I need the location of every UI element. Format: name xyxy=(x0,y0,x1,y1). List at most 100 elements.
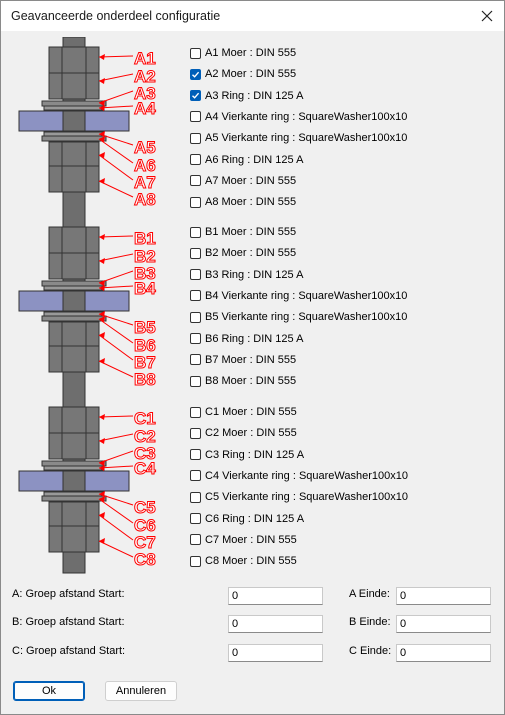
checkbox-a7[interactable]: A7 Moer : DIN 555 xyxy=(190,173,296,189)
callout-arrow xyxy=(99,136,105,142)
checkbox-box[interactable] xyxy=(190,513,201,524)
checkbox-b1[interactable]: B1 Moer : DIN 555 xyxy=(190,224,296,240)
checkbox-b7[interactable]: B7 Moer : DIN 555 xyxy=(190,352,296,368)
checkbox-label: A6 Ring : DIN 125 A xyxy=(205,153,304,166)
checkbox-box[interactable] xyxy=(190,406,201,418)
cancel-button[interactable]: Annuleren xyxy=(105,681,177,701)
washer-shape xyxy=(41,135,107,142)
checkbox-box[interactable] xyxy=(190,491,201,503)
checkbox-box[interactable] xyxy=(190,354,201,366)
checkbox-box[interactable] xyxy=(190,226,201,238)
callout-label-a1: A1 xyxy=(134,49,156,68)
checkbox-a4[interactable]: A4 Vierkante ring : SquareWasher100x10 xyxy=(190,109,407,125)
callout-arrow xyxy=(99,438,105,444)
checkbox-c4[interactable]: C4 Vierkante ring : SquareWasher100x10 xyxy=(190,468,408,484)
rod-in-plate xyxy=(62,110,86,132)
checkbox-box[interactable] xyxy=(190,333,201,344)
checkbox-box[interactable] xyxy=(190,111,201,123)
checkbox-box[interactable] xyxy=(190,290,201,302)
nut-shape xyxy=(48,321,100,347)
checkbox-box[interactable] xyxy=(190,555,201,567)
checkbox-label: B6 Ring : DIN 125 A xyxy=(205,332,304,345)
callout-arrow xyxy=(99,54,105,60)
checkbox-c6[interactable]: C6 Ring : DIN 125 A xyxy=(190,511,304,527)
callout-label-b1: B1 xyxy=(134,229,156,248)
c-end-input[interactable]: 0 xyxy=(396,644,491,662)
checkbox-c3[interactable]: C3 Ring : DIN 125 A xyxy=(190,447,304,463)
callout-line xyxy=(98,55,134,58)
callout-label-b2: B2 xyxy=(134,247,156,266)
checkbox-a5[interactable]: A5 Vierkante ring : SquareWasher100x10 xyxy=(190,130,407,146)
callout-line xyxy=(98,133,134,146)
checkbox-c5[interactable]: C5 Vierkante ring : SquareWasher100x10 xyxy=(190,489,408,505)
square-washer-shape xyxy=(43,285,105,291)
window-title: Geavanceerde onderdeel configuratie xyxy=(11,9,221,23)
checkbox-box[interactable] xyxy=(190,196,201,208)
close-button[interactable] xyxy=(470,1,504,31)
checkbox-box[interactable] xyxy=(190,269,201,281)
nut-shape xyxy=(48,226,100,254)
a-start-input[interactable]: 0 xyxy=(228,587,323,605)
callout-line xyxy=(98,465,134,469)
checkbox-box[interactable] xyxy=(190,427,201,439)
checkbox-label: B5 Vierkante ring : SquareWasher100x10 xyxy=(205,311,408,324)
checkbox-box[interactable] xyxy=(190,132,201,144)
b-end-label: B Einde: xyxy=(349,616,391,628)
checkbox-box[interactable] xyxy=(190,470,201,482)
callout-line xyxy=(98,180,134,198)
ok-button[interactable]: Ok xyxy=(13,681,85,701)
checkbox-box[interactable] xyxy=(190,247,201,259)
checkbox-b4[interactable]: B4 Vierkante ring : SquareWasher100x10 xyxy=(190,288,407,304)
checkbox-b8[interactable]: B8 Moer : DIN 555 xyxy=(190,373,296,389)
nut-shape xyxy=(48,72,100,100)
b-end-input[interactable]: 0 xyxy=(396,615,491,633)
checkbox-b2[interactable]: B2 Moer : DIN 555 xyxy=(190,245,296,261)
checkbox-c1[interactable]: C1 Moer : DIN 555 xyxy=(190,404,297,420)
c-start-input[interactable]: 0 xyxy=(228,644,323,662)
checkbox-a8[interactable]: A8 Moer : DIN 555 xyxy=(190,194,296,210)
callout-arrow xyxy=(99,105,105,111)
checkbox-c8[interactable]: C8 Moer : DIN 555 xyxy=(190,553,297,569)
callout-label-c8: C8 xyxy=(134,550,156,569)
callout-label-a2: A2 xyxy=(134,67,156,86)
a-end-input[interactable]: 0 xyxy=(396,587,491,605)
checkbox-box[interactable] xyxy=(190,68,201,80)
b-start-input[interactable]: 0 xyxy=(228,615,323,633)
callout-arrow xyxy=(99,258,105,264)
checkbox-box[interactable] xyxy=(190,311,201,323)
checkbox-label: A8 Moer : DIN 555 xyxy=(205,196,297,209)
checkbox-box[interactable] xyxy=(190,375,201,387)
checkbox-a6[interactable]: A6 Ring : DIN 125 A xyxy=(190,152,303,168)
checkbox-a1[interactable]: A1 Moer : DIN 555 xyxy=(190,45,296,61)
checkbox-c7[interactable]: C7 Moer : DIN 555 xyxy=(190,532,297,548)
checkbox-c2[interactable]: C2 Moer : DIN 555 xyxy=(190,425,297,441)
callout-arrow xyxy=(99,465,105,471)
checkbox-box[interactable] xyxy=(190,90,201,102)
callout-arrow xyxy=(99,460,105,466)
checkbox-box[interactable] xyxy=(190,47,201,59)
callout-line xyxy=(98,498,134,524)
checkbox-b3[interactable]: B3 Ring : DIN 125 A xyxy=(190,267,303,283)
checkbox-label: B7 Moer : DIN 555 xyxy=(205,353,297,366)
checkbox-label: C5 Vierkante ring : SquareWasher100x10 xyxy=(205,491,409,504)
square-washer-shape xyxy=(43,465,105,471)
callout-label-a5: A5 xyxy=(134,138,156,157)
checkbox-label: A4 Vierkante ring : SquareWasher100x10 xyxy=(205,110,408,123)
checkbox-box[interactable] xyxy=(190,534,201,546)
callout-label-c6: C6 xyxy=(134,516,156,535)
checkbox-b5[interactable]: B5 Vierkante ring : SquareWasher100x10 xyxy=(190,309,407,325)
nut-shape xyxy=(48,501,100,527)
checkbox-a2[interactable]: A2 Moer : DIN 555 xyxy=(190,66,296,82)
callout-line xyxy=(98,360,134,378)
bolt-assembly-diagram: A1A2A3A4A5A6A7A8B1B2B3B4B5B6B7B8C1C2C3C4… xyxy=(18,37,157,574)
checkbox-box[interactable] xyxy=(190,175,201,187)
checkbox-b6[interactable]: B6 Ring : DIN 125 A xyxy=(190,331,303,347)
callout-label-b7: B7 xyxy=(134,353,156,372)
checkbox-box[interactable] xyxy=(190,449,201,461)
callout-arrow xyxy=(99,78,105,84)
checkbox-a3[interactable]: A3 Ring : DIN 125 A xyxy=(190,88,303,104)
checkbox-label: C7 Moer : DIN 555 xyxy=(205,533,297,546)
square-washer-shape xyxy=(43,491,105,497)
checkbox-box[interactable] xyxy=(190,154,201,165)
callout-label-c7: C7 xyxy=(134,533,156,552)
